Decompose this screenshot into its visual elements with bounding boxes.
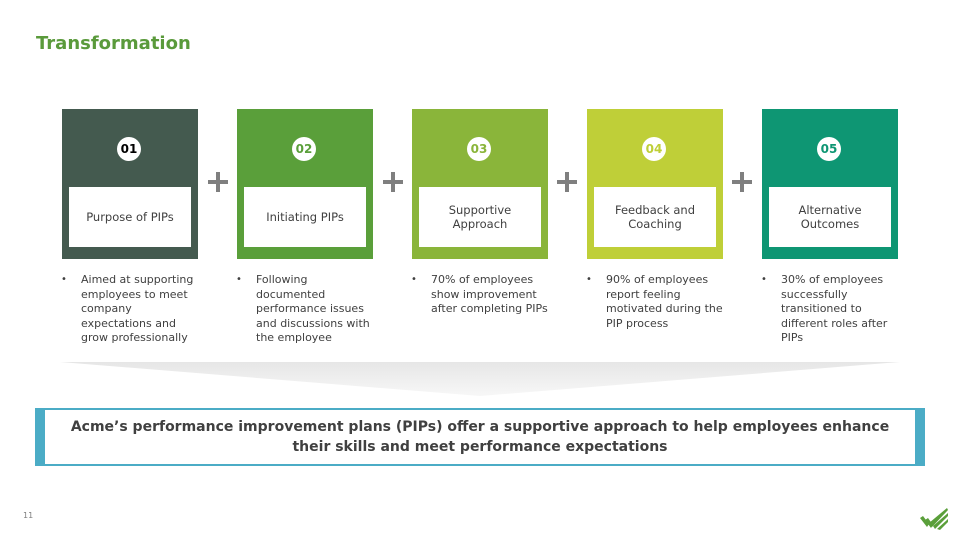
step-label-box-5: Alternative Outcomes bbox=[769, 187, 891, 247]
step-card-5: 05 Alternative Outcomes bbox=[762, 109, 898, 259]
step-description-text-5: 30% of employees successfully transition… bbox=[781, 273, 888, 344]
step-number-5: 05 bbox=[817, 137, 841, 161]
summary-box: Acme’s performance improvement plans (PI… bbox=[35, 408, 925, 466]
chevron-down-icon bbox=[60, 362, 900, 396]
step-label-box-4: Feedback and Coaching bbox=[594, 187, 716, 247]
step-label-box-3: Supportive Approach bbox=[419, 187, 541, 247]
step-label-box-2: Initiating PIPs bbox=[244, 187, 366, 247]
step-label-3: Supportive Approach bbox=[448, 203, 512, 231]
summary-text: Acme’s performance improvement plans (PI… bbox=[70, 419, 890, 455]
bullet-marker: • bbox=[61, 274, 67, 285]
company-logo-icon bbox=[920, 508, 948, 530]
step-card-4: 04 Feedback and Coaching bbox=[587, 109, 723, 259]
plus-icon bbox=[208, 172, 228, 192]
step-description-text-1: Aimed at supporting employees to meet co… bbox=[81, 273, 194, 344]
step-description-text-3: 70% of employees show improvement after … bbox=[431, 273, 548, 315]
step-label-4: Feedback and Coaching bbox=[614, 203, 696, 231]
step-label-box-1: Purpose of PIPs bbox=[69, 187, 191, 247]
plus-icon bbox=[383, 172, 403, 192]
step-card-3: 03 Supportive Approach bbox=[412, 109, 548, 259]
step-card-1: 01 Purpose of PIPs bbox=[62, 109, 198, 259]
step-number-1: 01 bbox=[117, 137, 141, 161]
plus-icon bbox=[557, 172, 577, 192]
summary-accent-left bbox=[35, 408, 45, 466]
slide-title: Transformation bbox=[36, 33, 191, 54]
step-label-1: Purpose of PIPs bbox=[86, 210, 174, 224]
bullet-marker: • bbox=[236, 274, 242, 285]
bullet-marker: • bbox=[586, 274, 592, 285]
step-number-2: 02 bbox=[292, 137, 316, 161]
step-description-text-2: Following documented performance issues … bbox=[256, 273, 370, 344]
page-number: 11 bbox=[23, 511, 34, 520]
step-number-3: 03 bbox=[467, 137, 491, 161]
bullet-marker: • bbox=[411, 274, 417, 285]
step-card-2: 02 Initiating PIPs bbox=[237, 109, 373, 259]
plus-icon bbox=[732, 172, 752, 192]
step-label-2: Initiating PIPs bbox=[266, 210, 344, 224]
bullet-marker: • bbox=[761, 274, 767, 285]
step-description-text-4: 90% of employees report feeling motivate… bbox=[606, 273, 723, 330]
summary-accent-right bbox=[915, 408, 925, 466]
step-number-4: 04 bbox=[642, 137, 666, 161]
step-label-5: Alternative Outcomes bbox=[798, 203, 862, 231]
